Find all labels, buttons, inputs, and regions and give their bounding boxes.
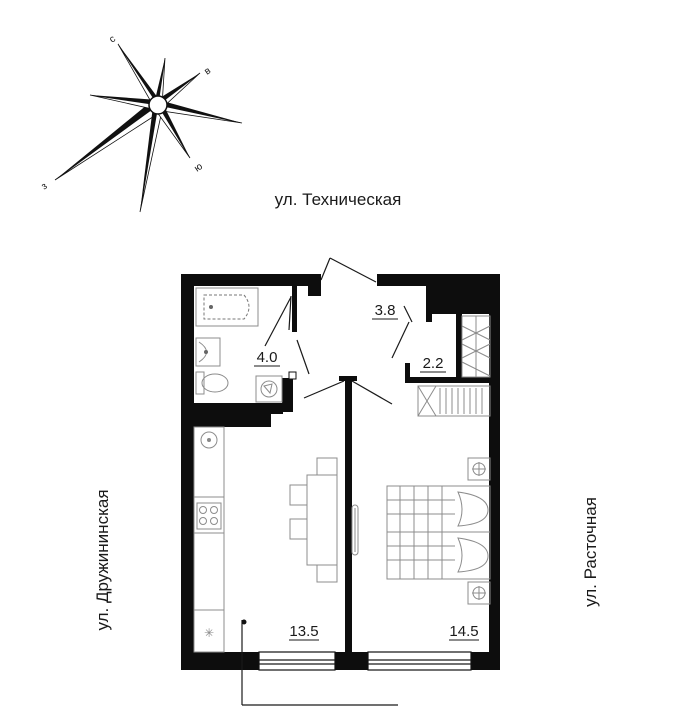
dining-table: [289, 457, 338, 583]
compass-north-label: с: [107, 34, 117, 46]
ceiling-point: [241, 619, 247, 625]
room-label-kitchen-living: 13.5: [289, 623, 319, 641]
street-left-label: ул. Дружининская: [93, 489, 112, 630]
kitchen-sink: [200, 431, 218, 449]
washing-machine: [255, 375, 283, 403]
room-area-bedroom: 14.5: [449, 623, 478, 640]
hallway-closet: [417, 385, 491, 417]
street-top-label: ул. Техническая: [275, 190, 402, 209]
room-label-bedroom: 14.5: [449, 623, 479, 641]
room-label-hall: 3.8: [372, 302, 398, 320]
wardrobe: [461, 315, 491, 378]
light-fixture-icon: ✳: [204, 626, 214, 640]
room-area-storage: 2.2: [423, 355, 444, 372]
toilet: [195, 371, 229, 395]
nightstand-lamp: [467, 581, 491, 605]
bathtub: [195, 287, 259, 327]
nightstand-lamp: [467, 457, 491, 481]
bathroom-sink: [195, 337, 221, 367]
tv-stand: [351, 504, 359, 556]
compass-east-label: в: [202, 65, 213, 77]
interior-walls: [181, 274, 489, 652]
exterior-walls: [181, 274, 500, 670]
street-right-label: ул. Расточная: [581, 497, 600, 607]
room-area-bathroom: 4.0: [257, 349, 278, 366]
room-label-storage: 2.2: [420, 355, 446, 373]
kitchen-counter: [193, 426, 225, 653]
ventilation-shaft: [288, 371, 297, 380]
compass-west-label: з: [39, 181, 49, 193]
windows: [241, 620, 472, 706]
doors: [264, 257, 413, 405]
double-bed: [386, 485, 491, 580]
kitchen-stove: [196, 502, 222, 530]
compass-rose: с в ю з: [39, 34, 243, 213]
room-area-hall: 3.8: [375, 302, 396, 319]
room-label-bathroom: 4.0: [254, 349, 280, 367]
compass-south-label: ю: [192, 161, 205, 175]
room-area-kitchen-living: 13.5: [289, 623, 318, 640]
